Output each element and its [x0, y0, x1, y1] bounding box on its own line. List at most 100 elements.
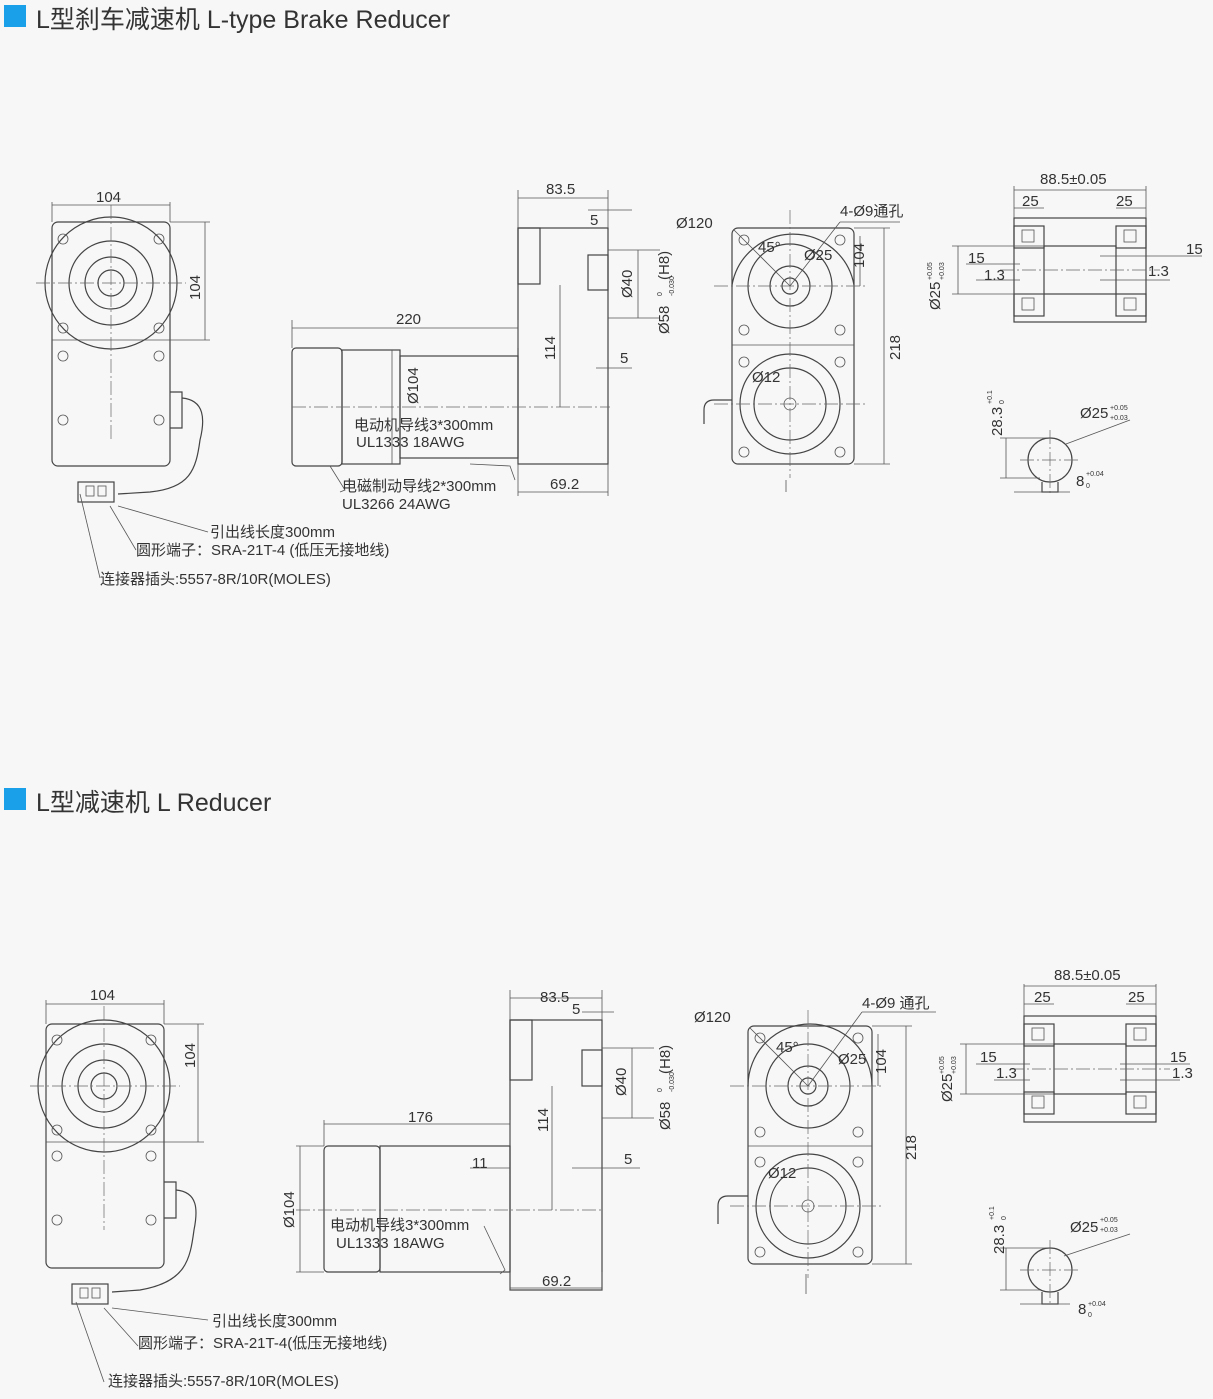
- front-view: [30, 1000, 209, 1383]
- note-motor-lead-2: UL1333 18AWG: [356, 434, 465, 451]
- dim-gear-bore: Ø25: [927, 282, 944, 310]
- tol-key-283-upper: +0.1: [987, 390, 994, 404]
- dim-bore-58: Ø58: [656, 306, 673, 334]
- brake-reducer-drawing: 104 104 引出线长度300mm 圆形端子：SRA-21T-4 (低压无接地…: [36, 171, 1203, 588]
- dim-face-104: 104: [873, 1049, 890, 1074]
- dim-height-114: 114: [542, 336, 559, 360]
- note-lead-length: 引出线长度300mm: [212, 1313, 337, 1330]
- dim-gear-25-right: 25: [1116, 193, 1133, 210]
- reducer-drawing: 104 104 引出线长度300mm 圆形端子：SRA-21T-4(低压无接地线…: [30, 967, 1193, 1390]
- fit-h8: (H8): [656, 251, 673, 280]
- gearbox-face-view: [717, 1010, 936, 1294]
- tol-key-width-lower: 0: [1086, 483, 1090, 490]
- dim-bore-40: Ø40: [619, 270, 636, 298]
- dim-gear-13-left: 1.3: [996, 1065, 1017, 1082]
- dim-gear-bore: Ø25: [939, 1074, 956, 1102]
- gearbox-face-view: [703, 210, 900, 492]
- dim-gear-15-left: 15: [968, 250, 985, 267]
- note-motor-lead-1: 电动机导线3*300mm: [330, 1217, 469, 1234]
- tol-key-width-lower: 0: [1088, 1312, 1092, 1319]
- dim-side-top: 83.5: [540, 989, 569, 1006]
- note-connector: 连接器插头:5557-8R/10R(MOLES): [108, 1373, 339, 1390]
- dim-shaft-12: Ø12: [752, 369, 780, 386]
- tol-58-upper: 0: [657, 292, 664, 296]
- dim-motor-dia: Ø104: [281, 1191, 298, 1228]
- section-marker-square: [4, 5, 26, 27]
- dim-gear-25-left: 25: [1022, 193, 1039, 210]
- gear-section-view: [960, 984, 1190, 1123]
- dim-face-104: 104: [851, 243, 868, 268]
- note-lead-length: 引出线长度300mm: [210, 524, 335, 541]
- dim-face-218: 218: [903, 1135, 920, 1160]
- dim-side-top: 83.5: [546, 181, 575, 198]
- dim-key-width: 8: [1078, 1301, 1086, 1318]
- dim-gear-15-right: 15: [1170, 1049, 1187, 1066]
- keyway-detail: [1000, 1233, 1131, 1306]
- dim-gear-25-right: 25: [1128, 989, 1145, 1006]
- dim-side-five-mid: 5: [624, 1151, 632, 1168]
- tol-key-width-upper: +0.04: [1088, 1301, 1106, 1308]
- tol-key-bore-upper: +0.05: [1100, 1217, 1118, 1224]
- dim-key-bore: Ø25: [1070, 1219, 1098, 1236]
- tol-gear-bore-lower: +0.03: [939, 262, 946, 280]
- dim-gear-13-right: 1.3: [1172, 1065, 1193, 1082]
- dim-11: 11: [472, 1155, 488, 1172]
- note-brake-lead-2: UL3266 24AWG: [342, 496, 451, 513]
- dim-bottom-692: 69.2: [542, 1273, 571, 1290]
- dim-holes: 4-Ø9 通孔: [862, 995, 930, 1012]
- note-motor-lead-2: UL1333 18AWG: [336, 1235, 445, 1252]
- tol-58-lower: -0.030: [669, 276, 676, 296]
- dim-face-218: 218: [887, 335, 904, 360]
- dim-gear-13-left: 1.3: [984, 267, 1005, 284]
- dim-motor-length: 220: [396, 311, 421, 328]
- gear-section-view: [952, 186, 1202, 323]
- front-view: [36, 202, 210, 579]
- section-marker-square: [4, 788, 26, 810]
- dim-side-five-top: 5: [572, 1001, 580, 1018]
- note-terminal: 圆形端子：SRA-21T-4(低压无接地线): [138, 1335, 387, 1352]
- dim-angle: 45°: [758, 239, 781, 256]
- dim-flange-120: Ø120: [694, 1009, 731, 1026]
- dim-height-114: 114: [535, 1108, 552, 1132]
- dim-side-five-mid: 5: [620, 350, 628, 367]
- tol-key-width-upper: +0.04: [1086, 471, 1104, 478]
- dim-pilot-25: Ø25: [838, 1051, 866, 1068]
- section-title-reducer: L型减速机 L Reducer: [36, 789, 272, 817]
- dim-key-bore: Ø25: [1080, 405, 1108, 422]
- side-view: [296, 990, 654, 1291]
- note-terminal: 圆形端子：SRA-21T-4 (低压无接地线): [136, 542, 389, 559]
- dim-bore-40: Ø40: [613, 1068, 630, 1096]
- tol-key-bore-lower: +0.03: [1110, 415, 1128, 422]
- tol-gear-bore-upper: +0.05: [927, 262, 934, 280]
- tol-key-bore-upper: +0.05: [1110, 405, 1128, 412]
- tol-gear-bore-lower: +0.03: [951, 1056, 958, 1074]
- dim-key-width: 8: [1076, 473, 1084, 490]
- dim-key-283: 28.3: [989, 407, 1006, 436]
- dim-gear-15-right: 15: [1186, 241, 1203, 258]
- dim-front-height: 104: [182, 1043, 199, 1068]
- dim-gear-25-left: 25: [1034, 989, 1051, 1006]
- tol-58-lower: -0.030: [669, 1072, 676, 1092]
- tol-key-283-lower: 0: [999, 400, 1006, 404]
- dim-holes: 4-Ø9通孔: [840, 203, 903, 220]
- note-connector: 连接器插头:5557-8R/10R(MOLES): [100, 571, 331, 588]
- keyway-detail: [1000, 419, 1131, 494]
- dim-front-width: 104: [96, 189, 121, 206]
- dim-angle: 45°: [776, 1039, 799, 1056]
- tol-key-283-upper: +0.1: [989, 1206, 996, 1220]
- dim-bore-58: Ø58: [657, 1102, 674, 1130]
- tol-58-upper: 0: [657, 1088, 664, 1092]
- dim-pilot-25: Ø25: [804, 247, 832, 264]
- side-view: [291, 190, 660, 496]
- dim-front-width: 104: [90, 987, 115, 1004]
- dim-motor-dia: Ø104: [405, 367, 422, 404]
- dim-front-height: 104: [187, 275, 204, 300]
- note-motor-lead-1: 电动机导线3*300mm: [354, 417, 493, 434]
- dim-motor-length: 176: [408, 1109, 433, 1126]
- dim-gear-13-right: 1.3: [1148, 263, 1169, 280]
- dim-gear-885: 88.5±0.05: [1040, 171, 1107, 188]
- dim-shaft-12: Ø12: [768, 1165, 796, 1182]
- fit-h8: (H8): [657, 1045, 674, 1074]
- tol-gear-bore-upper: +0.05: [939, 1056, 946, 1074]
